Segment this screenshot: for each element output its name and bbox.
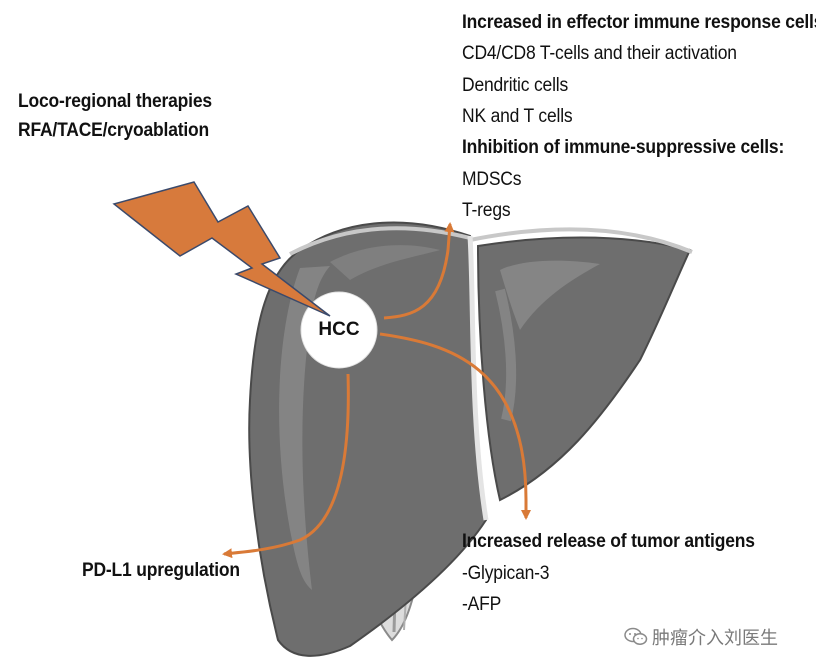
antigen-item: -AFP — [462, 594, 502, 615]
watermark-text: 肿瘤介入刘医生 — [652, 628, 778, 648]
immune-item: NK and T cells — [462, 106, 573, 127]
immune-heading: Increased in effector immune response ce… — [462, 12, 816, 33]
immune-item: Dendritic cells — [462, 75, 569, 96]
suppress-heading: Inhibition of immune-suppressive cells: — [462, 137, 785, 158]
hcc-label: HCC — [318, 319, 360, 340]
antigen-heading: Increased release of tumor antigens — [462, 531, 755, 552]
liver-right-lobe — [469, 227, 693, 502]
arrow-to-pdl1 — [222, 373, 350, 559]
suppress-item: T-regs — [462, 200, 511, 221]
arrow-to-immune-cells — [383, 222, 455, 320]
therapy-title: Loco-regional therapies — [18, 91, 212, 112]
antigen-item: -Glypican-3 — [462, 563, 550, 584]
therapy-methods: RFA/TACE/cryoablation — [18, 120, 210, 141]
wechat-icon — [624, 627, 648, 645]
suppress-item: MDSCs — [462, 169, 522, 190]
watermark: 肿瘤介入刘医生 — [624, 624, 778, 650]
arrow-to-tumor-antigens — [379, 332, 531, 520]
immune-item: CD4/CD8 T-cells and their activation — [462, 43, 737, 64]
pdl1-label: PD-L1 upregulation — [82, 560, 240, 581]
lightning-bolt-icon — [112, 181, 331, 317]
